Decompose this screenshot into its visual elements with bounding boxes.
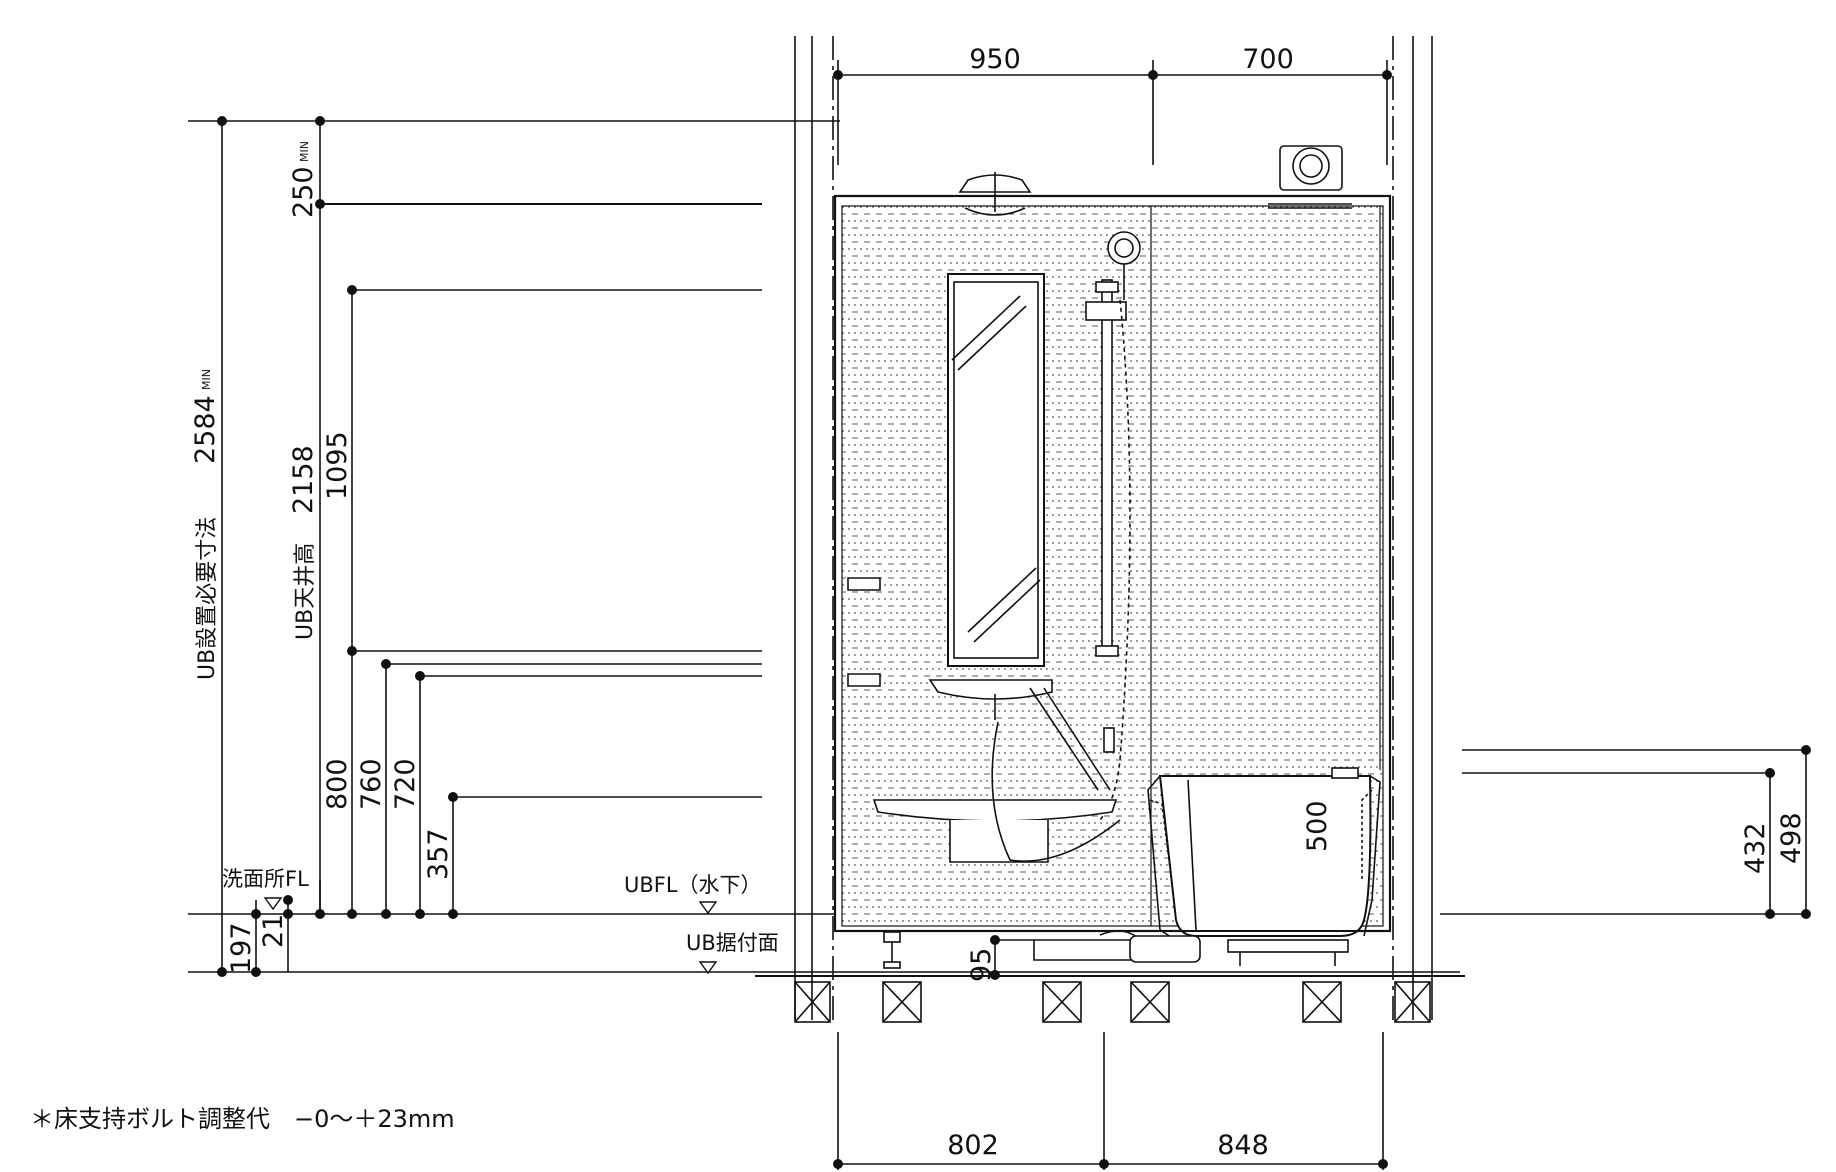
bottom-dimension-line	[837, 1032, 1384, 1170]
ub-mount-label: UB据付面	[686, 931, 779, 955]
dim-357: 357	[423, 828, 454, 880]
ub-mount-triangle-icon	[698, 961, 718, 975]
install-height-suffix: MIN	[200, 369, 213, 390]
bottom-dim-left: 802	[947, 1130, 999, 1161]
right-dimension-lines	[1440, 749, 1807, 915]
ceiling-height-value: 2158	[288, 445, 319, 514]
dim-498: 498	[1776, 812, 1807, 864]
shower-slide-bar	[1085, 279, 1131, 821]
left-dimension-lines	[188, 120, 1460, 973]
washroom-fl-triangle-icon	[263, 897, 283, 911]
top-gap-suffix: MIN	[298, 141, 311, 162]
top-dim-left: 950	[969, 44, 1021, 75]
dim-720: 720	[390, 758, 421, 810]
wall-lines	[794, 36, 1433, 1020]
dim-760: 760	[356, 758, 387, 810]
install-height-value: 2584	[190, 395, 221, 464]
top-dim-right: 700	[1242, 44, 1294, 75]
top-gap-value: 250	[288, 166, 319, 218]
wash-basin	[872, 721, 1121, 863]
foundation-blocks	[755, 975, 1465, 1023]
floor-support	[835, 930, 1390, 969]
dim-800: 800	[322, 758, 353, 810]
washroom-fl-label: 洗面所FL	[222, 867, 309, 891]
ubfl-triangle-icon	[698, 901, 718, 915]
dim-197: 197	[226, 922, 257, 974]
bathtub	[1147, 767, 1381, 941]
shower-head-icon	[1107, 231, 1141, 300]
ventilation-fan-icon	[1268, 145, 1352, 209]
dim-432: 432	[1740, 822, 1771, 874]
ceiling-light	[958, 172, 1032, 216]
floor-gap-dimension	[994, 939, 1034, 975]
ubfl-label: UBFL（水下）	[624, 873, 762, 897]
dimension-dots	[217, 70, 1811, 1169]
dim-21: 21	[258, 914, 289, 948]
faucet-icon	[1103, 727, 1115, 753]
counter-shelf	[928, 679, 1111, 791]
install-height-label: UB設置必要寸法	[195, 517, 220, 680]
dim-95: 95	[966, 948, 997, 982]
ceiling-height-label: UB天井高	[293, 543, 318, 640]
bottom-dim-right: 848	[1217, 1130, 1269, 1161]
mirror-height-dim: 1095	[322, 431, 353, 500]
level-markers	[263, 897, 718, 975]
tub-depth-dim: 500	[1302, 800, 1333, 852]
mirror	[947, 273, 1045, 667]
handrail	[847, 577, 881, 687]
footnote: ＊床支持ボルト調整代 −0〜＋23mm	[30, 1105, 455, 1133]
